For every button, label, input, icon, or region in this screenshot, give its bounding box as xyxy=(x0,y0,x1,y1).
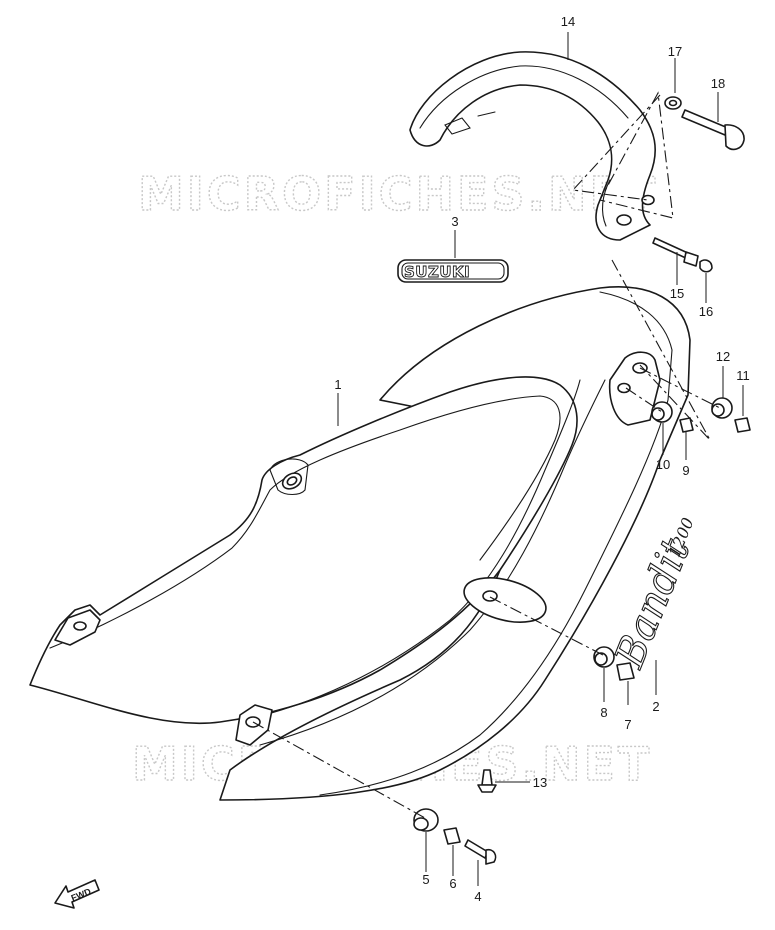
callout-8: 8 xyxy=(600,705,607,720)
collar-6 xyxy=(443,827,461,845)
nut-16 xyxy=(699,259,713,273)
callout-17: 17 xyxy=(668,44,682,59)
callout-11: 11 xyxy=(736,368,750,383)
suzuki-emblem: SUZUKI xyxy=(397,259,509,283)
grommet-12 xyxy=(711,397,733,419)
watermark-top: MICROFICHES.NET xyxy=(138,167,658,221)
callout-numbers: 1 2 3 4 5 6 7 8 9 10 11 12 13 14 15 16 1… xyxy=(334,14,749,904)
callout-4: 4 xyxy=(474,889,481,904)
fwd-label: FWD xyxy=(70,886,93,903)
grommet-10 xyxy=(651,401,673,423)
callout-7: 7 xyxy=(624,717,631,732)
leader-lines xyxy=(337,32,744,886)
model-script-name: Bandit xyxy=(606,532,699,675)
bolt-18 xyxy=(681,109,745,151)
fwd-arrow-icon: FWD xyxy=(54,879,100,909)
grommet-8 xyxy=(593,646,615,668)
callout-3: 3 xyxy=(451,214,458,229)
callout-10: 10 xyxy=(656,457,670,472)
callout-6: 6 xyxy=(449,876,456,891)
callout-9: 9 xyxy=(682,463,689,478)
callout-14: 14 xyxy=(561,14,575,29)
collar-9 xyxy=(679,417,694,433)
callout-1: 1 xyxy=(334,377,341,392)
callout-5: 5 xyxy=(422,872,429,887)
clip-13 xyxy=(477,769,497,793)
grab-rail xyxy=(409,51,656,241)
grommet-5 xyxy=(413,808,439,832)
seat-tail-cover xyxy=(29,286,691,801)
callout-18: 18 xyxy=(711,76,725,91)
callout-15: 15 xyxy=(670,286,684,301)
bolt-15 xyxy=(652,237,699,267)
callout-12: 12 xyxy=(716,349,730,364)
collar-7 xyxy=(616,662,635,681)
washer-17 xyxy=(664,96,682,110)
bolt-4 xyxy=(464,839,497,865)
collar-11 xyxy=(734,417,751,433)
callout-16: 16 xyxy=(699,304,713,319)
emblem-text: SUZUKI xyxy=(404,263,470,281)
callout-13: 13 xyxy=(533,775,547,790)
callout-2: 2 xyxy=(652,699,659,714)
assembly-lines xyxy=(252,91,721,819)
